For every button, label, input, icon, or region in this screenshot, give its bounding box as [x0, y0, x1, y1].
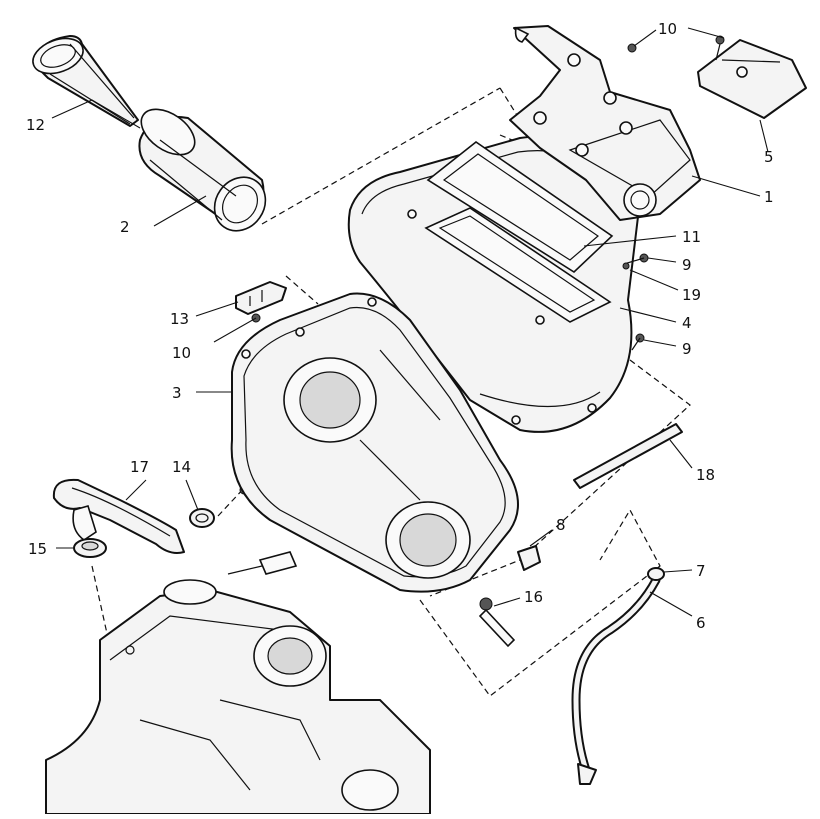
- callout-1: 1: [764, 188, 774, 206]
- rod: [573, 423, 683, 489]
- callout-18: 18: [696, 466, 715, 484]
- callout-9-upper: 9: [682, 256, 692, 274]
- callout-labels: 1 2 3 4 5 6 7 8 9 9 10 10 11 12 13 14 15…: [26, 20, 774, 632]
- callout-7: 7: [696, 562, 706, 580]
- airbox-lower: [230, 292, 519, 593]
- drain-plug: [517, 545, 541, 571]
- leader-lines: [51, 27, 769, 617]
- callout-17: 17: [130, 458, 149, 476]
- sensor: [478, 597, 516, 648]
- callout-11: 11: [682, 228, 701, 246]
- breather-hose: [52, 478, 185, 554]
- callout-5: 5: [764, 148, 774, 166]
- engine-block: [45, 551, 431, 815]
- callout-6: 6: [696, 614, 706, 632]
- callout-14: 14: [172, 458, 191, 476]
- callout-3: 3: [172, 384, 182, 402]
- top-bracket: [509, 25, 701, 221]
- callout-16: 16: [524, 588, 543, 606]
- callout-10-top: 10: [658, 20, 677, 38]
- callout-19: 19: [682, 286, 701, 304]
- callout-15: 15: [28, 540, 47, 558]
- callout-9-lower: 9: [682, 340, 692, 358]
- drain-tube: [571, 567, 665, 785]
- air-filter: [138, 108, 267, 232]
- clip-bracket: [235, 281, 287, 315]
- callout-2: 2: [120, 218, 130, 236]
- callout-4: 4: [682, 314, 692, 332]
- callout-8: 8: [556, 516, 566, 534]
- callout-13: 13: [170, 310, 189, 328]
- grommet: [73, 538, 107, 558]
- hose-clamp: [189, 508, 215, 528]
- callout-12: 12: [26, 116, 45, 134]
- gasket-frame: [424, 141, 614, 323]
- side-plate: [697, 39, 807, 119]
- callout-10-left: 10: [172, 344, 191, 362]
- intake-funnel: [32, 35, 139, 127]
